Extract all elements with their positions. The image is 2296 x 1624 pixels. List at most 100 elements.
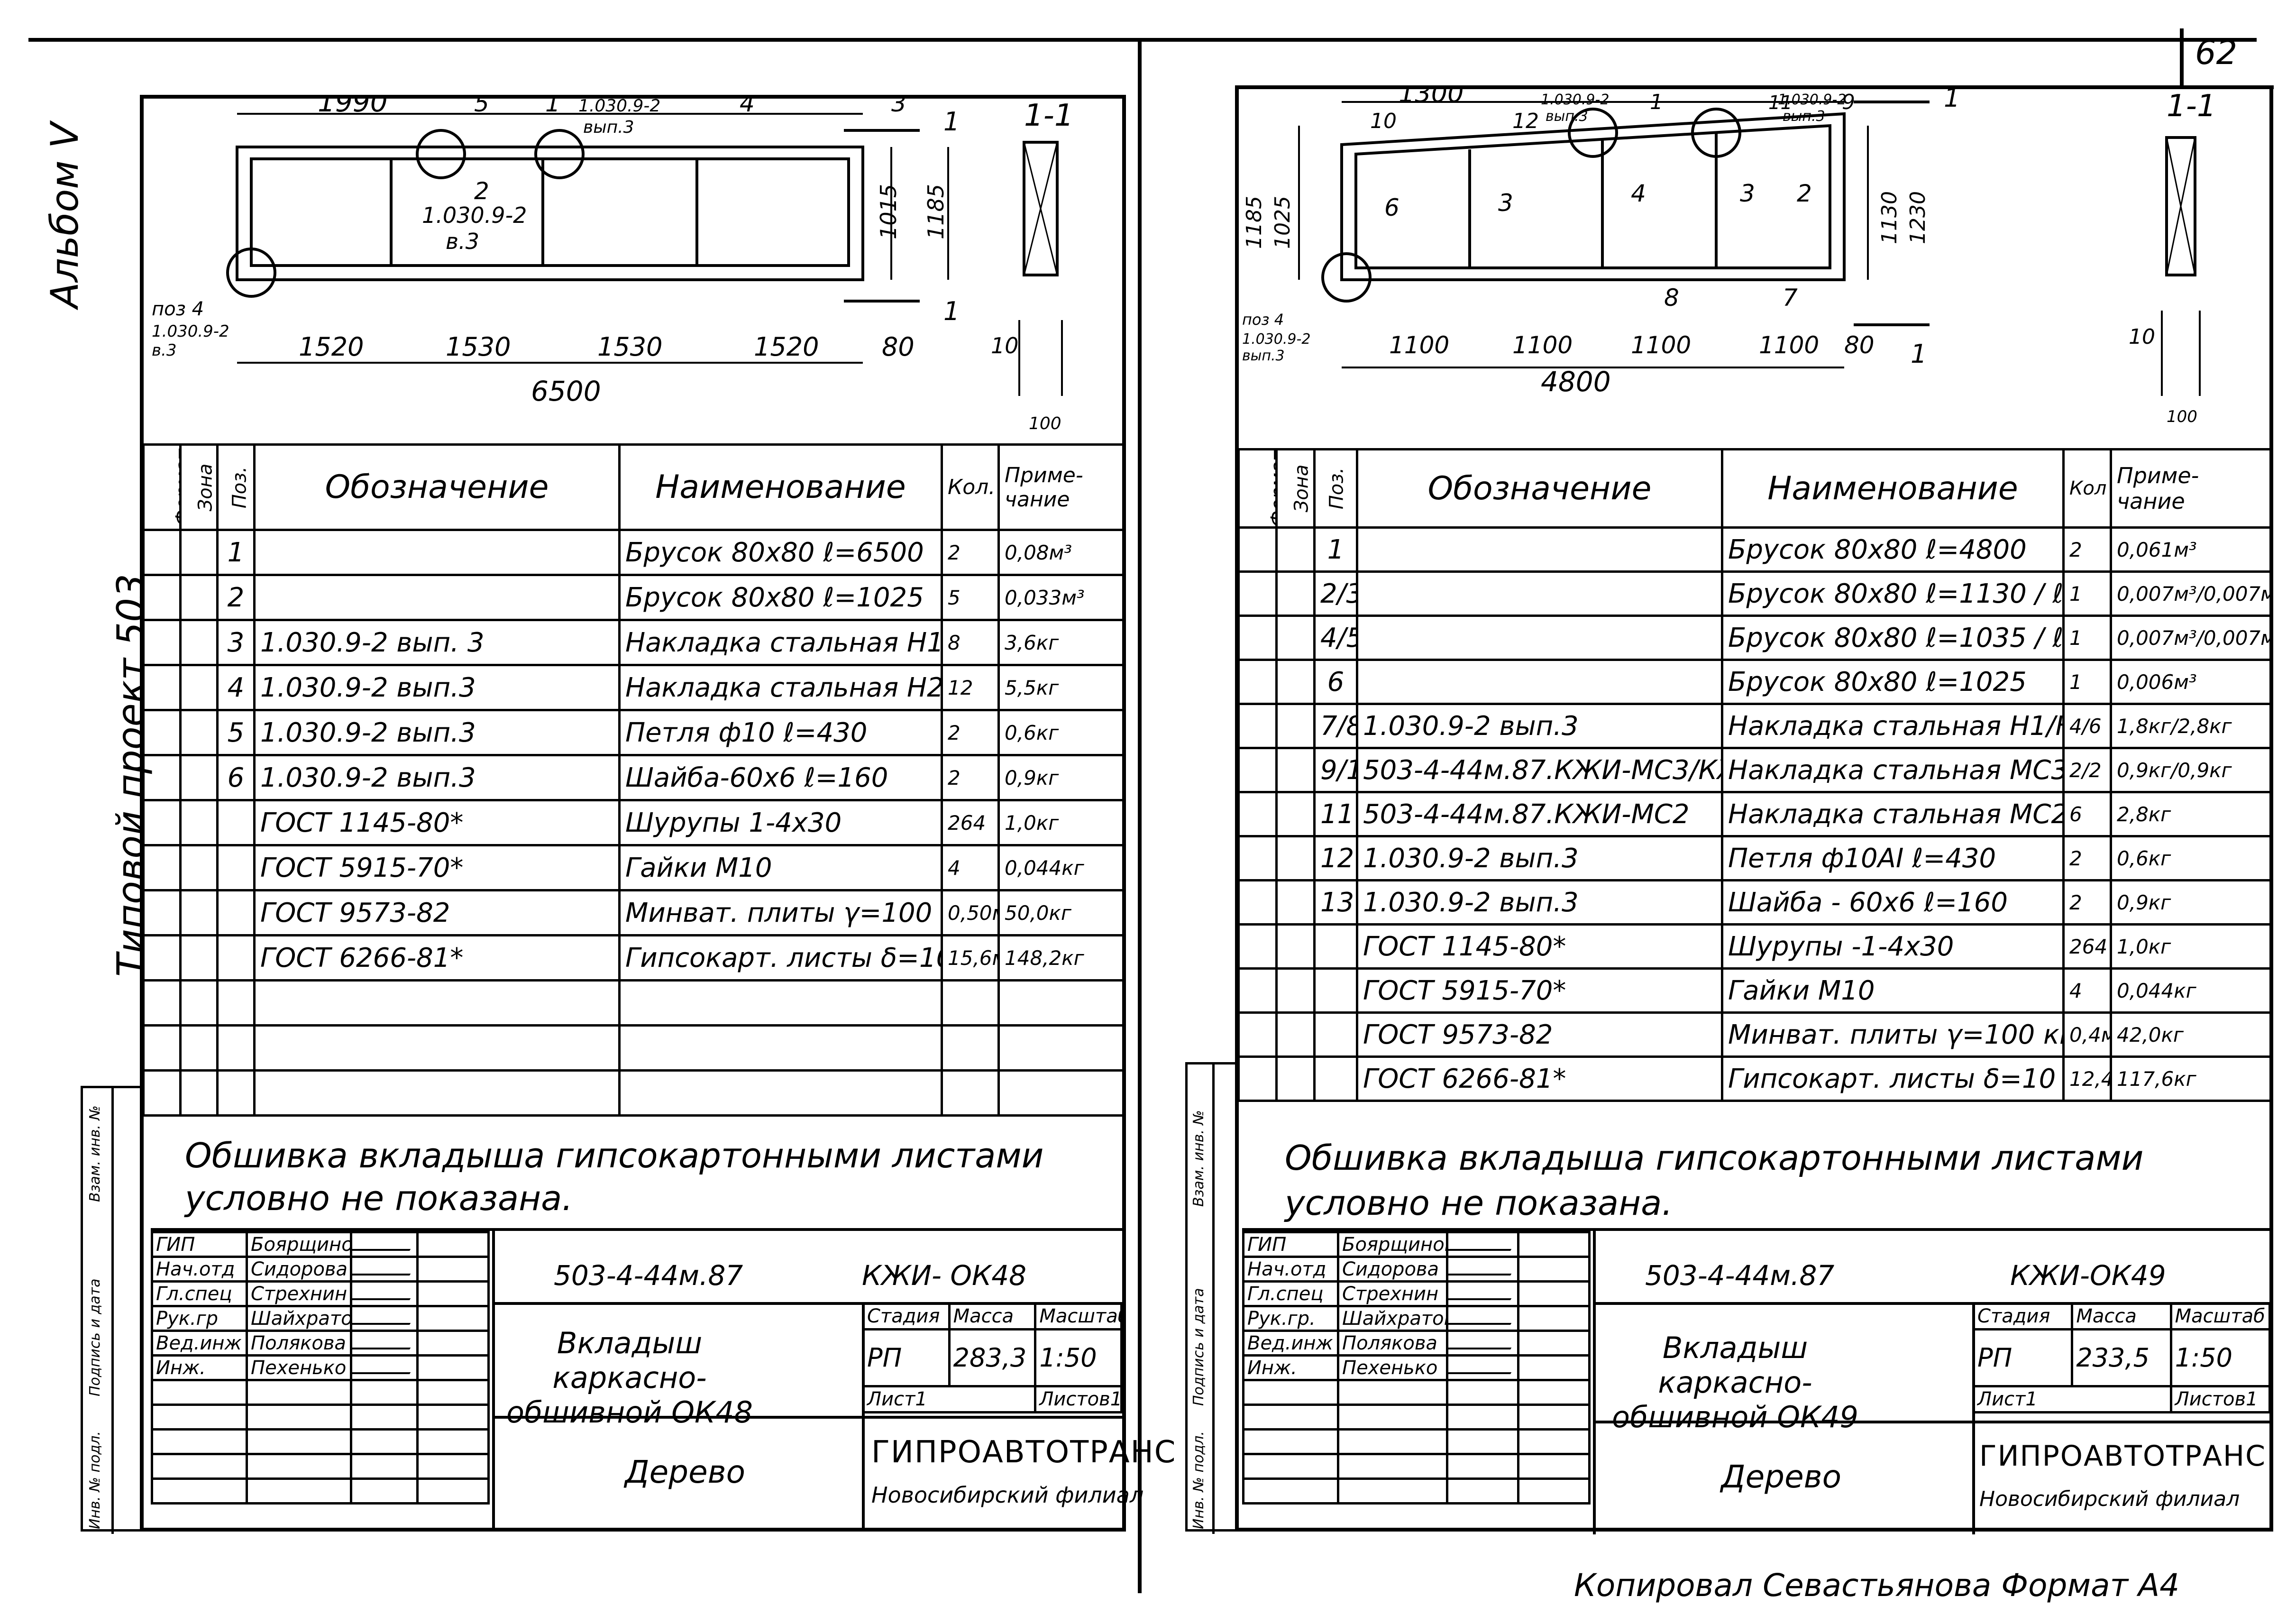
- spec-cell-qty: 264: [2062, 923, 2112, 970]
- spec-cell-zone: [1275, 659, 1316, 705]
- callout-5: 5: [474, 97, 489, 117]
- spec-cell-designation: ГОСТ 9573-82: [253, 889, 621, 936]
- signature-mark: [1446, 1231, 1519, 1258]
- spec-cell-name: [618, 1069, 943, 1117]
- spec-cell-format: [1237, 967, 1278, 1014]
- dim-1025: 1025: [1271, 196, 1295, 249]
- left-note-line1: Обшивка вкладыша гипсокартонными листами: [185, 1136, 1044, 1175]
- signature-mark: [350, 1231, 419, 1258]
- signature-date: [1517, 1305, 1591, 1332]
- spec-cell-designation: [1356, 659, 1723, 705]
- spec-cell-zone: [179, 754, 219, 801]
- ref-a: 1.030.9-2: [578, 97, 660, 116]
- sheet-value: Лист1: [1972, 1385, 2172, 1413]
- margin-label-b: Подпись и дата: [87, 1278, 103, 1397]
- signature-cell-empty: [1242, 1379, 1339, 1406]
- spec-cell-format: [1237, 570, 1278, 617]
- signature-mark: [1446, 1354, 1519, 1381]
- spec-cell-note: 117,6кг: [2110, 1055, 2273, 1102]
- signature-role: Рук.гр: [151, 1305, 248, 1332]
- spec-cell-note: 148,2кг: [997, 934, 1126, 982]
- spec-cell-name: Гипсокарт. листы δ=10: [1721, 1055, 2065, 1102]
- signature-cell-empty: [1446, 1477, 1519, 1505]
- spec-cell-zone: [179, 799, 219, 846]
- spec-cell-format: [142, 574, 182, 621]
- section-label: 1-1: [2167, 89, 2216, 124]
- callout-4: 4: [1631, 180, 1646, 207]
- mass-value: 233,5: [2071, 1328, 2172, 1387]
- spec-cell-zone: [1275, 967, 1316, 1014]
- right-tb-org: ГИПРОАВТОТРАНС: [1979, 1440, 2266, 1473]
- spec-cell-pos: [1313, 1011, 1358, 1058]
- spec-cell-pos: [216, 1024, 256, 1072]
- spec-cell-format: [142, 664, 182, 711]
- sheets-value: Листов1: [1034, 1385, 1123, 1413]
- right-tb-title: Вкладыш каркасно-обшивной ОК49: [1612, 1330, 1858, 1434]
- signature-row: Инж.Пехенько: [151, 1354, 490, 1381]
- ref-c2: вып.3: [1242, 348, 1285, 364]
- signature-role: Нач.отд: [1242, 1256, 1339, 1283]
- spec-cell-qty: 2/2: [2062, 747, 2112, 793]
- spec-cell-qty: 1: [2062, 615, 2112, 661]
- spec-cell-pos: 1: [1313, 526, 1358, 573]
- dim-1990: 1990: [318, 97, 388, 118]
- spec-cell-qty: 0,50м³: [941, 889, 1000, 936]
- signature-row-empty: [1242, 1404, 1591, 1431]
- spec-cell-zone: [179, 1069, 219, 1117]
- dim-1530a: 1530: [446, 332, 511, 362]
- dim-80: 80: [882, 332, 915, 362]
- spec-cell-designation: 1.030.9-2 вып.3: [253, 664, 621, 711]
- spec-cell-qty: 4: [941, 844, 1000, 891]
- signature-cell-empty: [151, 1453, 248, 1480]
- ref-b: 1.030.9-2: [1778, 92, 1846, 108]
- left-tb-title: Вкладыш каркасно-обшивной ОК48: [506, 1326, 753, 1430]
- signature-row-empty: [1242, 1428, 1591, 1455]
- spec-cell-pos: 13: [1313, 879, 1358, 926]
- spec-cell-note: 0,08м³: [997, 529, 1126, 576]
- spec-cell-designation: 1.030.9-2 вып.3: [1356, 879, 1723, 926]
- section-label: 1-1: [1024, 98, 1074, 133]
- spec-cell-name: Брусок 80х80 ℓ=6500: [618, 529, 943, 576]
- signature-cell-empty: [1242, 1477, 1339, 1505]
- signature-cell-empty: [350, 1379, 419, 1406]
- spec-cell-zone: [1275, 1011, 1316, 1058]
- spec-cell-format: [142, 754, 182, 801]
- spec-cell-name: Накладка стальная МС2: [1721, 791, 2065, 837]
- spec-cell-note: 0,6кг: [2110, 835, 2273, 881]
- signature-role: Рук.гр.: [1242, 1305, 1339, 1332]
- callout-7: 7: [1783, 284, 1798, 312]
- right-margin-stamp: Взам. инв. № Подпись и дата Инв. № подл.: [1185, 1062, 1235, 1534]
- spec-cell-note: [997, 979, 1126, 1027]
- spec-cell-pos: [1313, 1055, 1358, 1102]
- scale-value: 1:50: [1034, 1328, 1123, 1387]
- spec-cell-designation: [1356, 526, 1723, 573]
- spec-cell-qty: [941, 1024, 1000, 1072]
- callout-1: 1: [1650, 90, 1663, 114]
- ref-a2: вып.3: [1546, 108, 1588, 125]
- signature-cell-empty: [151, 1477, 248, 1505]
- spec-cell-designation: [1356, 570, 1723, 617]
- spec-cell-designation: ГОСТ 5915-70*: [253, 844, 621, 891]
- signature-cell-empty: [1446, 1428, 1519, 1455]
- spec-header-format: Формат: [142, 443, 182, 531]
- signature-cell-empty: [350, 1428, 419, 1455]
- spec-cell-designation: [253, 1024, 621, 1072]
- spec-cell-format: [142, 529, 182, 576]
- spec-cell-name: Минват. плиты γ=100 кг/м³: [1721, 1011, 2065, 1058]
- callout-8: 8: [1664, 284, 1679, 312]
- spec-cell-qty: 5: [941, 574, 1000, 621]
- top-rule: [28, 38, 2257, 42]
- spec-cell-format: [142, 979, 182, 1027]
- dim-1520b: 1520: [754, 332, 819, 362]
- right-note-line1: Обшивка вкладыша гипсокартонными листами: [1285, 1138, 2144, 1178]
- spec-cell-name: Шурупы 1-4х30: [618, 799, 943, 846]
- signature-date: [416, 1231, 490, 1258]
- spec-cell-qty: 2: [941, 529, 1000, 576]
- spec-cell-name: Шайба-60х6 ℓ=160: [618, 754, 943, 801]
